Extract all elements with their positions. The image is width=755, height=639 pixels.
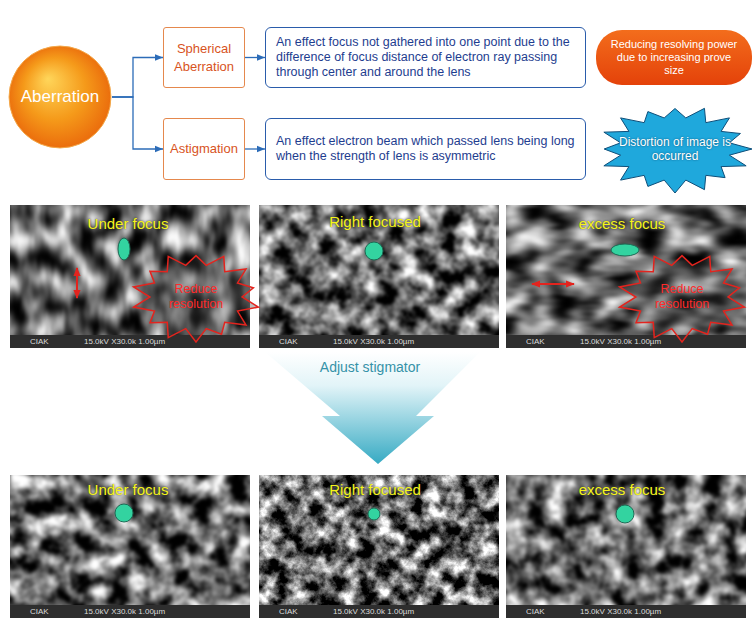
photo-texture [0,195,260,358]
scale-bar [10,605,250,618]
photo-texture [249,195,509,358]
beam-spot [611,244,639,256]
sem-photo [496,195,755,358]
starburst-fill [604,108,752,193]
beam-spot [616,505,634,523]
sem-photo [0,465,260,628]
step-caption: Adjust stigmator [320,359,420,376]
stretch-arrow [76,268,78,298]
photo-texture [0,465,260,628]
scale-text: CIAK [279,607,298,617]
aberration-circle: Aberration [8,45,112,149]
category-box: Astigmation [163,118,245,180]
sem-photo [0,195,260,358]
photo-title: Right focused [329,481,421,499]
text-area: Reduce resolution [149,270,244,324]
warning-starburst: Reduce resolution [618,252,746,342]
scale-bar [506,605,746,618]
text-area: Distortion of image is occurred [618,123,732,176]
scale-text: 15.0kV X30.0k 1.00µm [84,607,165,617]
stretch-arrow [532,283,574,285]
adjust-arrow [265,352,480,464]
scale-text: CIAK [526,337,545,347]
category-text: Spherical Aberration [167,40,241,75]
text-area: Reduce resolution [635,270,730,324]
scale-text: CIAK [526,607,545,617]
scale-text: 15.0kV X30.0k 1.00µm [333,607,414,617]
description-box: An effect focus not gathered into one po… [265,27,586,88]
text-area: Spherical Aberration [164,28,244,87]
connector [112,58,163,98]
text-area: An effect focus not gathered into one po… [266,28,585,87]
connector [112,97,163,149]
result-text: Distortion of image is occurred [618,135,732,164]
circle-text: Aberration [21,87,99,107]
beam-spot [115,504,133,522]
text-area: An effect electron beam which passed len… [266,119,585,179]
category-box: Spherical Aberration [163,27,245,88]
scale-text: CIAK [30,607,49,617]
description-text: An effect electron beam which passed len… [276,134,575,165]
sem-photo [249,465,509,628]
result-starburst: Distortion of image is occurred [598,105,752,193]
photo-title: excess focus [579,481,666,499]
connector [245,57,265,58]
connector [245,148,265,149]
scale-text: CIAK [30,337,49,347]
beam-spot [118,238,130,260]
beam-spot [368,508,380,520]
text-area: Reducing resolving power due to increasi… [596,30,752,85]
sem-photo [496,465,755,628]
warning-text: Reduce resolution [149,282,244,312]
photo-texture [249,465,509,628]
scale-text: 15.0kV X30.0k 1.00µm [333,337,414,347]
photo-texture [496,195,755,358]
photo-title: Under focus [88,481,169,499]
warning-text: Reduce resolution [635,282,730,312]
circle-fill [9,46,111,148]
photo-title: Right focused [329,213,421,231]
scale-bar [259,605,499,618]
text-area: Aberration [8,45,112,149]
scale-bar [10,335,250,348]
scale-text: 15.0kV X30.0k 1.00µm [580,337,661,347]
result-text: Reducing resolving power due to increasi… [606,38,742,78]
starburst-fill [134,256,259,342]
text-area: Astigmation [164,119,244,179]
warning-starburst: Reduce resolution [132,252,260,342]
sem-photo [249,195,509,358]
result-pill: Reducing resolving power due to increasi… [596,30,752,85]
photo-title: Under focus [88,215,169,233]
photo-title: excess focus [579,215,666,233]
photo-texture [496,465,755,628]
category-text: Astigmation [170,140,238,158]
scale-text: 15.0kV X30.0k 1.00µm [84,337,165,347]
starburst-fill [620,256,745,342]
scale-bar [506,335,746,348]
scale-text: 15.0kV X30.0k 1.00µm [580,607,661,617]
scale-bar [259,335,499,348]
description-text: An effect focus not gathered into one po… [276,35,575,81]
scale-text: CIAK [279,337,298,347]
description-box: An effect electron beam which passed len… [265,118,586,180]
beam-spot [365,242,383,260]
